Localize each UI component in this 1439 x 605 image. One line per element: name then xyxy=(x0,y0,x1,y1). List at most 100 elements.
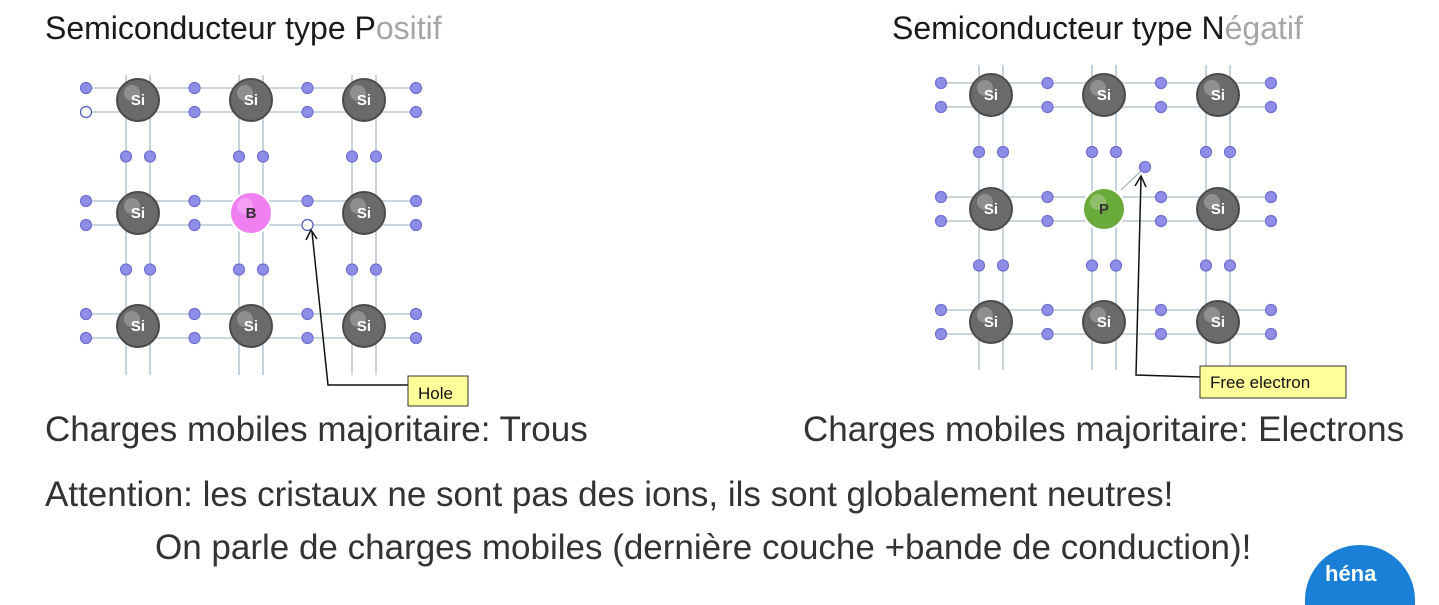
logo-text: héna xyxy=(1325,561,1377,586)
n-si-circle xyxy=(969,187,1013,231)
p-si-atom: Si xyxy=(116,304,160,348)
n-si-label: Si xyxy=(1211,87,1225,104)
note-mobile-charges: On parle de charges mobiles (dernière co… xyxy=(155,528,1252,567)
n-si-label: Si xyxy=(984,87,998,104)
caption-n-type: Charges mobiles majoritaire: Electrons xyxy=(803,410,1405,449)
n-electron xyxy=(1041,190,1054,204)
p-si-label: Si xyxy=(357,205,371,222)
p-callout-arrow xyxy=(311,231,410,386)
p-electron xyxy=(301,331,314,345)
title-n-type: Semiconducteur type Négatif xyxy=(892,10,1303,47)
n-electron xyxy=(1154,303,1168,317)
p-electron xyxy=(409,81,423,95)
n-atom-highlight xyxy=(1090,307,1106,323)
n-electron xyxy=(1109,145,1123,159)
n-si-circle xyxy=(1196,187,1240,231)
p-electron xyxy=(188,218,201,232)
n-dopant-circle xyxy=(1082,187,1126,231)
p-arrow-head xyxy=(305,228,318,241)
p-electron xyxy=(409,331,423,345)
n-electron xyxy=(934,214,948,228)
n-electron xyxy=(1109,259,1123,272)
p-si-atom: Si xyxy=(342,78,386,122)
p-electron xyxy=(301,81,314,95)
n-electron xyxy=(1041,303,1054,317)
n-si-circle xyxy=(1196,300,1240,344)
n-dopant-label: P xyxy=(1099,201,1109,218)
p-electron xyxy=(79,194,93,208)
n-electron xyxy=(934,327,948,341)
p-atom-highlight xyxy=(124,85,140,101)
n-electron xyxy=(1154,214,1168,228)
p-si-circle xyxy=(342,78,386,122)
p-electron xyxy=(301,307,314,321)
n-electron xyxy=(996,145,1010,159)
p-electron xyxy=(345,150,359,163)
p-si-label: Si xyxy=(244,92,258,109)
p-electron xyxy=(79,218,93,232)
hole-callout-box xyxy=(407,375,469,407)
n-electron xyxy=(1223,259,1237,272)
p-electron xyxy=(232,263,246,276)
n-si-label: Si xyxy=(984,201,998,218)
p-si-label: Si xyxy=(357,92,371,109)
p-si-label: Si xyxy=(357,318,371,335)
n-electron xyxy=(1264,303,1278,317)
n-atom-highlight xyxy=(1204,194,1220,210)
p-dopant-atom: B xyxy=(229,191,273,235)
p-electron xyxy=(79,81,93,95)
n-electron xyxy=(1199,259,1213,272)
n-electron xyxy=(1085,145,1099,159)
n-si-atom: Si xyxy=(1082,73,1126,117)
n-atom-highlight xyxy=(1204,307,1220,323)
n-si-circle xyxy=(1082,73,1126,117)
n-electron xyxy=(972,259,986,272)
p-si-atom: Si xyxy=(229,304,273,348)
n-electron xyxy=(1264,100,1278,114)
p-electron xyxy=(188,307,201,321)
p-electron xyxy=(409,218,423,232)
p-atom-highlight xyxy=(237,311,253,327)
p-si-atom: Si xyxy=(229,78,273,122)
n-si-label: Si xyxy=(984,314,998,331)
n-free-electron xyxy=(1138,160,1152,174)
p-si-atom: Si xyxy=(116,78,160,122)
n-electron xyxy=(996,259,1010,272)
n-si-atom: Si xyxy=(1196,187,1240,231)
n-electron xyxy=(1041,100,1054,114)
free-electron-callout-label: Free electron xyxy=(1210,373,1310,392)
n-electron xyxy=(934,76,948,90)
p-si-atom: Si xyxy=(342,191,386,235)
n-electron xyxy=(934,190,948,204)
n-atom-highlight xyxy=(977,194,993,210)
n-arrow-head xyxy=(1134,174,1147,188)
title-p-light: ositif xyxy=(375,10,442,46)
n-si-circle xyxy=(1196,73,1240,117)
p-dopant-label: B xyxy=(246,205,257,222)
n-electron xyxy=(934,303,948,317)
n-si-label: Si xyxy=(1211,201,1225,218)
p-si-circle xyxy=(116,191,160,235)
n-atom-highlight xyxy=(977,80,993,96)
p-atom-highlight xyxy=(124,198,140,214)
n-electron xyxy=(1199,145,1213,159)
p-si-circle xyxy=(342,191,386,235)
n-electron xyxy=(1264,214,1278,228)
note-neutral-crystals: Attention: les cristaux ne sont pas des … xyxy=(45,475,1174,514)
p-electron xyxy=(188,81,201,95)
n-free-electron-link xyxy=(1120,170,1142,191)
p-si-circle xyxy=(229,304,273,348)
p-electron xyxy=(409,105,423,119)
caption-p-type: Charges mobiles majoritaire: Trous xyxy=(45,410,588,449)
p-electron xyxy=(301,194,314,208)
p-electron xyxy=(119,150,133,163)
p-electron xyxy=(119,263,133,276)
p-electron xyxy=(256,150,270,163)
p-electron xyxy=(409,307,423,321)
p-electron xyxy=(301,105,314,119)
n-electron xyxy=(1154,100,1168,114)
n-si-label: Si xyxy=(1097,87,1111,104)
p-electron xyxy=(409,194,423,208)
n-electron xyxy=(1264,327,1278,341)
